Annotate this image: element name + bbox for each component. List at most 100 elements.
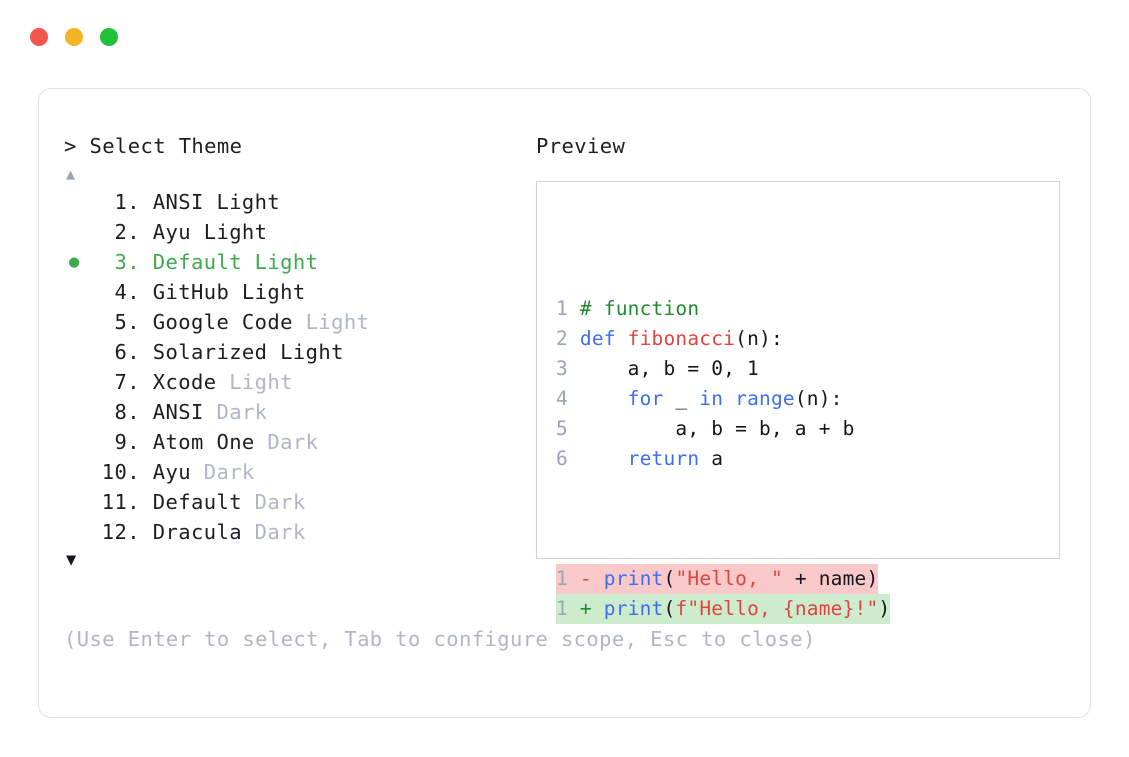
code-line: 6 return a — [556, 444, 890, 474]
line-number: 2 — [556, 327, 580, 350]
code-token: _ — [663, 387, 700, 410]
theme-list-item[interactable]: 7. Xcode Light — [64, 367, 534, 397]
maximize-button[interactable] — [100, 28, 118, 46]
theme-list-item[interactable]: ●3. Default Light — [64, 247, 534, 277]
prompt-header: > Select Theme — [64, 133, 534, 159]
theme-item-name: Google Code — [140, 310, 293, 334]
code-token: a — [699, 447, 724, 470]
theme-item-variant-badge: Dark — [190, 460, 255, 484]
line-number: 3 — [556, 357, 580, 380]
code-token: print — [603, 567, 664, 590]
diff-removed-line: 1 - print("Hello, " + name) — [556, 564, 879, 594]
scroll-up-arrow[interactable]: ▲ — [66, 165, 76, 183]
line-number: 1 — [556, 597, 580, 620]
theme-item-number: 7. — [114, 370, 140, 394]
theme-item-variant-badge: Light — [216, 370, 293, 394]
code-token: ( — [663, 567, 676, 590]
minimize-button[interactable] — [65, 28, 83, 46]
theme-list-item[interactable]: 9. Atom One Dark — [64, 427, 534, 457]
theme-item-number: 3. — [114, 250, 140, 274]
theme-item-variant-badge: Dark — [254, 430, 319, 454]
theme-item-name: Solarized Light — [140, 340, 344, 364]
diff-line: 1 + print(f"Hello, {name}!") — [556, 594, 891, 624]
line-number: 1 — [556, 297, 580, 320]
code-token: print — [603, 597, 664, 620]
theme-list-item[interactable]: 6. Solarized Light — [64, 337, 534, 367]
theme-item-variant-badge: Dark — [241, 490, 306, 514]
theme-item-name: Xcode — [140, 370, 217, 394]
theme-list-item[interactable]: 2. Ayu Light — [64, 217, 534, 247]
code-token: "Hello, " — [675, 567, 783, 590]
theme-item-number: 9. — [114, 430, 140, 454]
scroll-down-arrow[interactable]: ▼ — [66, 550, 77, 570]
line-number: 4 — [556, 387, 580, 410]
theme-item-number: 4. — [114, 280, 140, 304]
diff-plus-marker: + — [579, 597, 604, 620]
diff-line: 1 - print("Hello, " + name) — [556, 564, 890, 594]
code-line: 1 # function — [556, 294, 890, 324]
close-button[interactable] — [30, 28, 48, 46]
code-token: # function — [579, 297, 700, 320]
code-token: a, b = 0, 1 — [579, 357, 759, 380]
code-token: f"Hello, {name}!" — [675, 597, 879, 620]
code-token: ) — [878, 597, 891, 620]
diff-minus-marker: - — [579, 567, 604, 590]
code-token: def — [579, 327, 628, 350]
theme-item-number: 11. — [101, 490, 140, 514]
code-token: return — [627, 447, 700, 470]
code-token: ( — [663, 597, 676, 620]
theme-item-name: Dracula — [140, 520, 242, 544]
line-number: 5 — [556, 417, 580, 440]
theme-list-item[interactable]: 11. Default Dark — [64, 487, 534, 517]
help-text: (Use Enter to select, Tab to configure s… — [64, 627, 816, 651]
theme-list-item[interactable]: 4. GitHub Light — [64, 277, 534, 307]
theme-item-number: 6. — [114, 340, 140, 364]
code-token — [580, 447, 628, 470]
code-token: fibonacci — [627, 327, 736, 350]
theme-list-item[interactable]: 12. Dracula Dark — [64, 517, 534, 547]
theme-item-number: 2. — [114, 220, 140, 244]
theme-item-name: Default — [140, 490, 242, 514]
code-token: + name) — [782, 567, 879, 590]
diff-block: 1 - print("Hello, " + name)1 + print(f"H… — [556, 564, 891, 624]
theme-list-item[interactable]: 5. Google Code Light — [64, 307, 534, 337]
code-line: 5 a, b = b, a + b — [556, 414, 890, 444]
theme-item-name: Ayu Light — [140, 220, 268, 244]
code-line: 3 a, b = 0, 1 — [556, 354, 890, 384]
theme-list-item[interactable]: 1. ANSI Light — [64, 187, 534, 217]
theme-list-item[interactable]: 10. Ayu Dark — [64, 457, 534, 487]
preview-label: Preview — [536, 134, 626, 158]
code-token: (n): — [735, 327, 783, 350]
traffic-light-buttons — [30, 28, 118, 46]
theme-item-number: 8. — [114, 400, 140, 424]
line-number: 1 — [556, 567, 580, 590]
theme-item-variant-badge: Dark — [203, 400, 268, 424]
code-token: (n): — [794, 387, 843, 410]
theme-item-number: 10. — [101, 460, 140, 484]
selection-bullet-icon: ● — [69, 252, 80, 272]
page-title: Select Theme — [89, 134, 243, 158]
code-token: for — [627, 387, 664, 410]
theme-item-name: ANSI — [140, 400, 204, 424]
theme-item-name: GitHub Light — [140, 280, 306, 304]
line-number: 6 — [556, 447, 580, 470]
code-token: in range — [699, 387, 795, 410]
code-line: 4 for _ in range(n): — [556, 384, 890, 414]
theme-item-number: 5. — [114, 310, 140, 334]
theme-item-name: ANSI Light — [140, 190, 281, 214]
code-token — [580, 387, 628, 410]
theme-item-number: 12. — [101, 520, 140, 544]
theme-list-item[interactable]: 8. ANSI Dark — [64, 397, 534, 427]
diff-added-line: 1 + print(f"Hello, {name}!") — [556, 594, 891, 624]
theme-item-number: 1. — [114, 190, 140, 214]
code-token: a, b = b, a + b — [579, 417, 855, 440]
theme-item-name: Ayu — [140, 460, 191, 484]
theme-item-variant-badge: Light — [292, 310, 370, 334]
